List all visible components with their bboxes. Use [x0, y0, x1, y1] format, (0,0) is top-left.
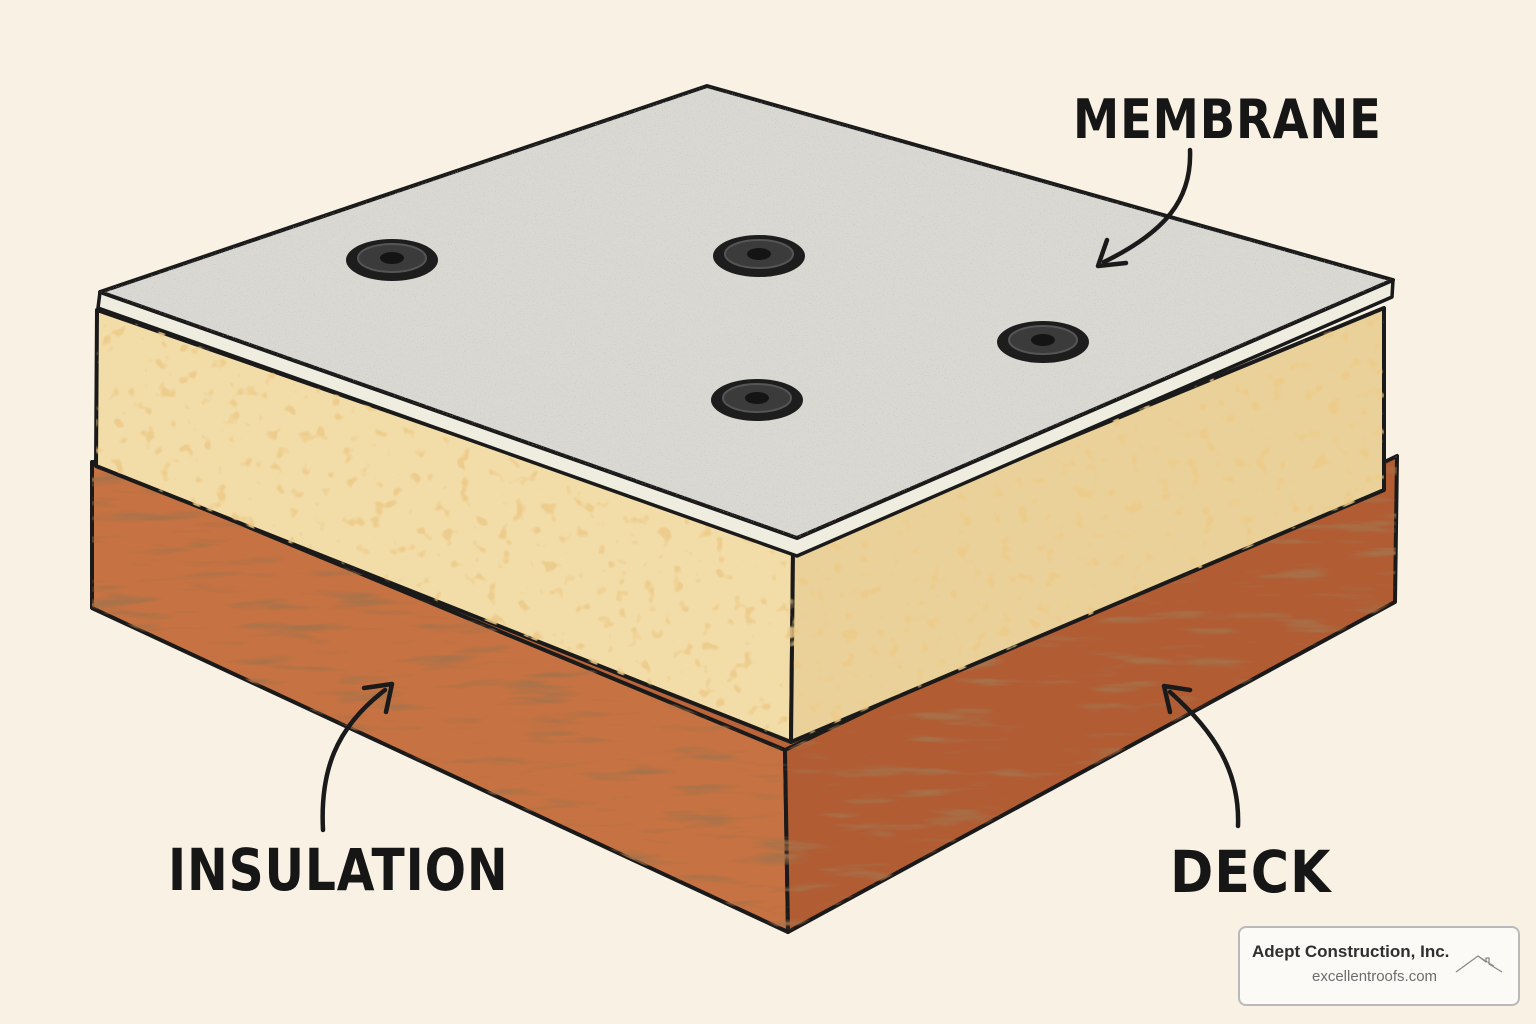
membrane-label: MEMBRANE: [1073, 88, 1382, 151]
company-watermark: Adept Construction, Inc. excellentroofs.…: [1238, 926, 1520, 1006]
insulation-label: INSULATION: [168, 836, 509, 904]
membrane-arrow: [1095, 147, 1193, 269]
fastener-plate-2: [713, 235, 805, 277]
fasteners: [346, 235, 1089, 421]
deck-arrow: [1161, 683, 1241, 829]
roof-outline-icon: [1455, 955, 1503, 973]
fastener-plate-3: [997, 321, 1089, 363]
company-website: excellentroofs.com: [1312, 968, 1438, 985]
company-name: Adept Construction, Inc.: [1252, 942, 1450, 961]
insulation-arrow: [320, 681, 395, 833]
fastener-plate-1: [346, 239, 438, 281]
fastener-plate-4: [711, 379, 803, 421]
deck-label: DECK: [1170, 838, 1332, 906]
